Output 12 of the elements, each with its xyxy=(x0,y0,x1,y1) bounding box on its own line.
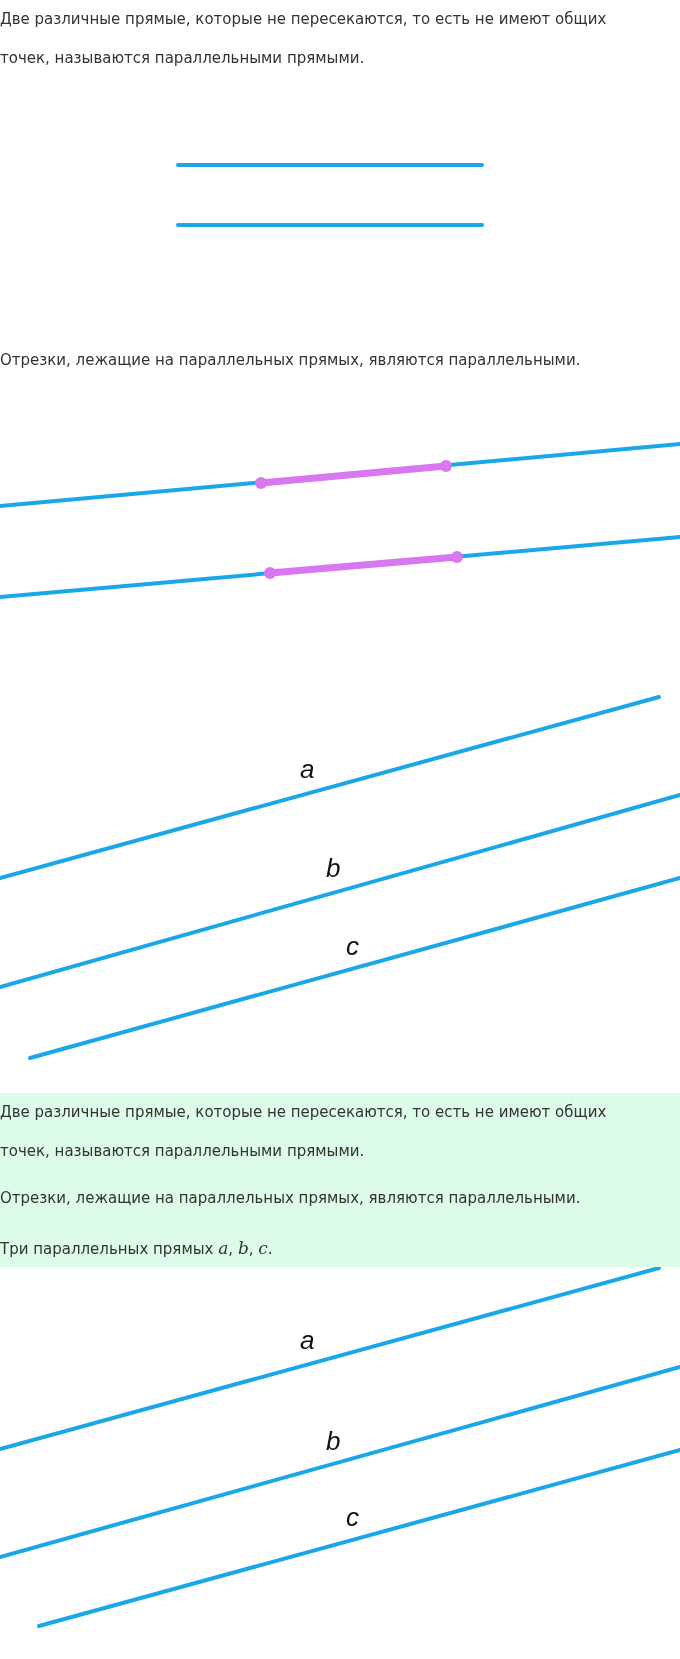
line-label: a xyxy=(300,756,315,782)
line-label: b xyxy=(326,855,341,881)
paragraph: Две различные прямые, которые не пересекаются, то есть не имеют общих точек, называются параллельными прямыми. xyxy=(0,1102,608,1162)
line-label: b xyxy=(326,1428,341,1454)
line-label: c xyxy=(346,933,359,959)
paragraph: Три параллельных прямых a, b, c. xyxy=(0,1237,274,1260)
paragraph: Отрезки, лежащие на параллельных прямых, являются параллельными. xyxy=(0,1188,582,1209)
line-label: a xyxy=(300,1327,315,1353)
highlight-panel xyxy=(0,1093,680,1267)
paragraph: Отрезки, лежащие на параллельных прямых, являются параллельными. xyxy=(0,350,582,371)
paragraph: Две различные прямые, которые не пересекаются, то есть не имеют общих точек, называются параллельными прямыми. xyxy=(0,9,608,69)
line-label: c xyxy=(346,1504,359,1530)
